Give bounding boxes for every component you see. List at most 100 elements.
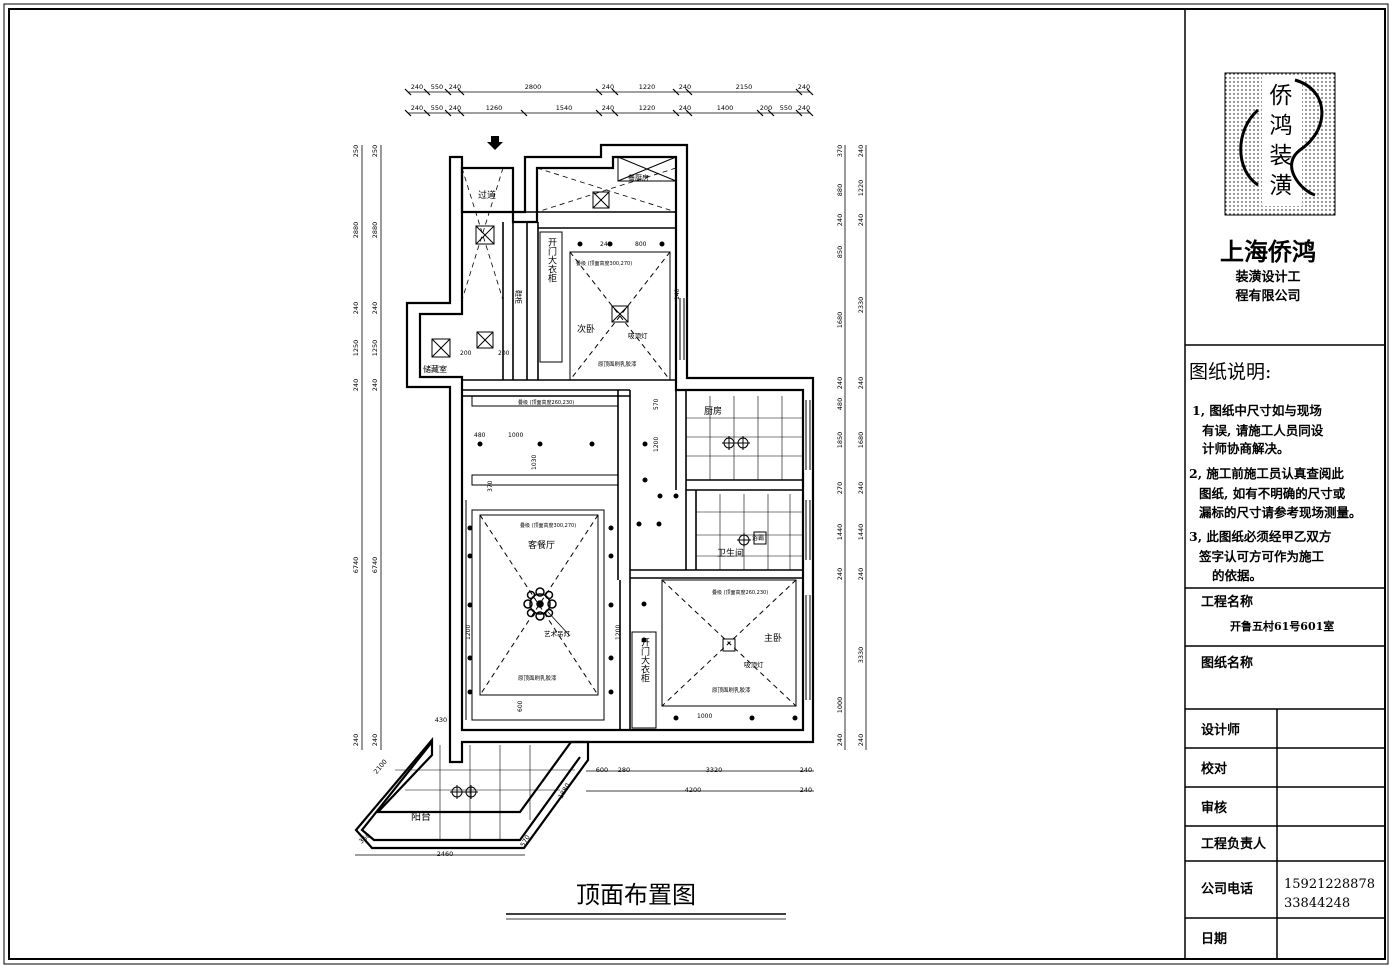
room-living-dining: 客餐厅 bbox=[528, 539, 555, 551]
dim-top2-9: 1400 bbox=[717, 104, 734, 112]
dim-bottom-2: 280 bbox=[618, 766, 630, 774]
dim-top-8: 2150 bbox=[736, 83, 753, 91]
dim-top2-3: 240 bbox=[449, 104, 461, 112]
signoff-manager-label: 工程负责人 bbox=[1201, 836, 1267, 852]
dim-right2-9: 240 bbox=[857, 568, 865, 580]
dim-top2-10: 200 bbox=[760, 104, 772, 112]
dim-balcony-2: 2460 bbox=[437, 850, 454, 858]
dim-inner-15: 200 bbox=[498, 350, 510, 357]
dim-right2-4: 2330 bbox=[857, 297, 865, 314]
left-dimensions: 250 2880 240 1250 240 6740 240 250 2880 … bbox=[352, 145, 379, 746]
dim-inner-14: 200 bbox=[460, 350, 472, 357]
dim-right2-1: 240 bbox=[857, 145, 865, 157]
label-ceiling-drop-1: 叠级 (顶面高度300,270) bbox=[576, 260, 632, 267]
dim-right-6: 240 bbox=[836, 377, 844, 389]
label-ceiling-drop-2: 叠级 (顶面高度260,230) bbox=[518, 399, 574, 406]
master-bedroom-ceiling bbox=[661, 579, 797, 707]
balcony-dimensions: 2100 2460 360 570 1880 430 bbox=[357, 716, 571, 858]
signoff-phone-value-2: 33844248 bbox=[1284, 896, 1350, 911]
kitchen-tile-grid bbox=[686, 396, 803, 480]
note-2-line-1: 2, 施工前施工员认真查阅此 bbox=[1189, 466, 1344, 481]
dim-balcony-6: 430 bbox=[435, 716, 447, 724]
entrance-arrow-icon bbox=[487, 136, 503, 150]
dim-right-9: 270 bbox=[836, 482, 844, 494]
label-ceiling-drop-4: 叠级 (顶面高度260,230) bbox=[712, 589, 768, 596]
corridor-ceiling bbox=[461, 167, 677, 301]
label-ceiling-drop-3: 叠级 (顶面高度300,270) bbox=[520, 522, 576, 529]
dim-right2-7: 240 bbox=[857, 482, 865, 494]
label-ceiling-light-2: 吸顶灯 bbox=[744, 660, 764, 669]
signoff-review-label: 审核 bbox=[1201, 800, 1227, 816]
room-second-bedroom: 次卧 bbox=[577, 323, 595, 335]
dim-inner-8: 240 bbox=[600, 241, 612, 248]
bathroom-tile-grid bbox=[696, 494, 803, 570]
room-corridor: 过道 bbox=[478, 189, 496, 201]
logo-char-1: 侨 bbox=[1270, 83, 1293, 109]
balcony-tile-grid bbox=[395, 745, 575, 840]
inner-dimensions: 1000 480 1030 370 570 1200 800 240 1200 … bbox=[460, 241, 712, 720]
logo-char-4: 潢 bbox=[1270, 173, 1293, 199]
signoff-designer-label: 设计师 bbox=[1201, 722, 1240, 738]
wardrobe-label-1: 开门大衣柜 bbox=[546, 237, 557, 283]
room-master-bedroom: 主卧 bbox=[764, 632, 782, 644]
note-3-line-2: 签字认可方可作为施工 bbox=[1198, 549, 1325, 564]
note-1-line-2: 有误, 请施工人员同设 bbox=[1202, 423, 1324, 438]
dim-top2-11: 550 bbox=[780, 104, 792, 112]
downlights bbox=[467, 241, 798, 721]
dim-right-5: 1680 bbox=[836, 312, 844, 329]
balcony-walls bbox=[354, 736, 590, 850]
drawing-title: 顶面布置图 bbox=[576, 881, 696, 909]
dim-top-7: 240 bbox=[679, 83, 691, 91]
windows bbox=[465, 298, 811, 720]
dim-left-6: 6740 bbox=[352, 557, 360, 574]
exterior-walls bbox=[405, 143, 815, 764]
dim-right-12: 1000 bbox=[836, 697, 844, 714]
room-shoe-room: 储藏室 bbox=[423, 364, 447, 374]
title-block bbox=[1184, 10, 1385, 958]
dim-top2-1: 240 bbox=[411, 104, 423, 112]
dim-top2-12: 240 bbox=[798, 104, 810, 112]
dim-bottom2-1: 4200 bbox=[685, 786, 702, 794]
dim-inner-4: 370 bbox=[487, 480, 494, 492]
dim-right-3: 240 bbox=[836, 214, 844, 226]
signoff-phone-label: 公司电话 bbox=[1201, 881, 1253, 897]
dim-inner-11: 600 bbox=[517, 700, 524, 712]
dim-inner-9: 1200 bbox=[465, 625, 472, 640]
signoff-date-label: 日期 bbox=[1201, 932, 1227, 947]
dim-left2-6: 6740 bbox=[371, 557, 379, 574]
dim-inner-7: 800 bbox=[635, 241, 647, 248]
dim-inner-5: 570 bbox=[653, 398, 660, 410]
dim-top-2: 550 bbox=[431, 83, 443, 91]
dim-right-10: 1440 bbox=[836, 524, 844, 541]
bottom-dimensions: 600 280 3320 240 4200 240 bbox=[596, 766, 812, 794]
dim-balcony-1: 2100 bbox=[372, 758, 389, 776]
dim-right2-11: 240 bbox=[857, 734, 865, 746]
interior-walls bbox=[420, 211, 803, 730]
dim-left-3: 240 bbox=[352, 302, 360, 314]
dim-right2-3: 240 bbox=[857, 214, 865, 226]
dim-top-3: 240 bbox=[449, 83, 461, 91]
dim-top2-2: 550 bbox=[431, 104, 443, 112]
dim-top2-6: 240 bbox=[602, 104, 614, 112]
dim-left2-7: 240 bbox=[371, 734, 379, 746]
company-name: 上海侨鸿 bbox=[1220, 238, 1316, 266]
dim-inner-13: 140 bbox=[674, 288, 681, 300]
dim-right-8: 1850 bbox=[836, 432, 844, 449]
dim-inner-3: 1030 bbox=[531, 455, 538, 470]
dim-top-1: 240 bbox=[411, 83, 423, 91]
fixture-labels: 艺术吊灯 吸顶灯 吸顶灯 原顶面刷乳胶漆 原顶面刷乳胶漆 原顶面刷乳胶漆 叠级 … bbox=[518, 260, 768, 694]
dim-left-7: 240 bbox=[352, 734, 360, 746]
dim-right-4: 850 bbox=[836, 246, 844, 258]
room-cabinet: 鞋柜 bbox=[514, 290, 523, 304]
wardrobe-labels: 开门大衣柜 开门大衣柜 bbox=[546, 237, 650, 683]
dim-top2-5: 1540 bbox=[556, 104, 573, 112]
dimension-lines bbox=[355, 91, 867, 856]
dim-left-2: 2880 bbox=[352, 222, 360, 239]
living-room-ceiling bbox=[471, 395, 619, 721]
dim-top2-4: 1260 bbox=[486, 104, 503, 112]
dim-bottom-1: 600 bbox=[596, 766, 608, 774]
dim-left2-1: 250 bbox=[371, 145, 379, 157]
note-1-line-3: 计师协商解决。 bbox=[1202, 441, 1290, 456]
dim-bottom-4: 240 bbox=[800, 766, 812, 774]
